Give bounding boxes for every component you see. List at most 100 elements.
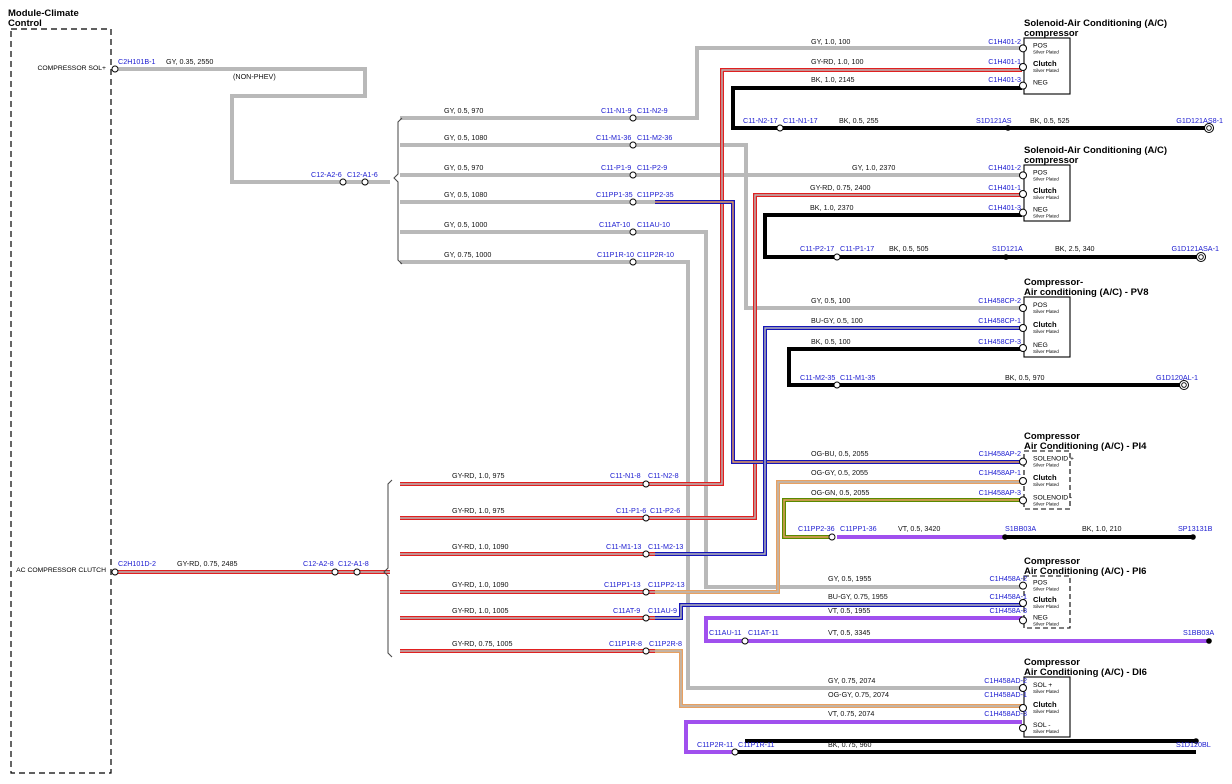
wire-label: GY, 1.0, 2370	[852, 163, 895, 172]
connector-label: C11-N1-17	[783, 116, 818, 125]
module-title: Control	[8, 18, 42, 29]
connector-label: C11-N2-8	[648, 471, 679, 480]
wire-tracer	[655, 481, 1022, 593]
wire-label: GY-RD, 1.0, 1005	[452, 606, 508, 615]
splice-label: S1D121A	[992, 244, 1023, 253]
connector-pin-icon	[833, 381, 841, 389]
wire-label: BK, 1.0, 210	[1082, 524, 1122, 533]
connector-label: C11AT-9	[613, 606, 640, 615]
ground-icon	[1196, 252, 1206, 262]
component-pin-plating: Silver Plated	[1033, 176, 1059, 181]
wire-tracer	[400, 194, 1022, 519]
component-pin-plating: Silver Plated	[1033, 214, 1059, 219]
connector-label: C11AU-10	[637, 220, 670, 229]
wire-label: BK, 0.5, 505	[889, 244, 929, 253]
connector-label: C1H458CP-3	[978, 337, 1021, 346]
wire	[400, 193, 1022, 520]
connector-label: C11AT-10	[599, 220, 630, 229]
wire-label: BK, 2.5, 340	[1055, 244, 1095, 253]
connector-label: C11-M1-36	[596, 133, 631, 142]
component-title: Compressor-	[1024, 277, 1083, 288]
wire-label: OG-GY, 0.5, 2055	[811, 468, 868, 477]
connector-label: C11P1R-8	[609, 639, 642, 648]
ground-icon	[1179, 380, 1189, 390]
ground-icon-inner	[1198, 254, 1204, 260]
connector-label: C11AU-9	[648, 606, 677, 615]
wire-label: GY-RD, 1.0, 975	[452, 506, 504, 515]
component-pin-label: Clutch	[1033, 595, 1057, 604]
connector-pin-icon	[111, 568, 119, 576]
splice-point-icon	[1190, 534, 1196, 540]
connector-label: C11-P2-9	[637, 163, 667, 172]
wire-tracer	[655, 201, 1022, 463]
wire-label: GY, 0.5, 1955	[828, 574, 871, 583]
connector-label: C11PP1-13	[604, 580, 641, 589]
connector-pin-icon	[629, 198, 637, 206]
wire	[400, 230, 1022, 589]
wire-tracer	[655, 327, 1022, 555]
connector-label: C11AU-11	[709, 628, 742, 637]
wire-tracer	[655, 604, 1022, 619]
wire	[400, 260, 1022, 690]
harness-brace	[383, 479, 393, 658]
harness-brace	[393, 117, 403, 265]
connector-label: C11PP2-13	[648, 580, 685, 589]
component-title: Compressor	[1024, 556, 1080, 567]
connector-label: C11-P1-17	[840, 244, 874, 253]
ground-label: G1D121AS8-1	[1176, 116, 1223, 125]
terminal-icon	[1019, 324, 1027, 332]
component-pin-label: SOL +	[1033, 682, 1052, 689]
wire-label: BU-GY, 0.5, 100	[811, 316, 863, 325]
wire-label: VT, 0.5, 3420	[898, 524, 940, 533]
connector-label: C1H458CP-1	[978, 316, 1021, 325]
component-pin-label: POS	[1033, 302, 1048, 309]
wire-label: BK, 0.5, 100	[811, 337, 851, 346]
ground-label: G1D121ASA-1	[1171, 244, 1219, 253]
wire	[400, 200, 1022, 464]
terminal-icon	[1019, 344, 1027, 352]
wire-label: GY, 1.0, 100	[811, 37, 850, 46]
wire	[400, 326, 1022, 556]
module-title: Module-Climate	[8, 8, 79, 19]
connector-pin-icon	[339, 178, 347, 186]
wire-label: BK, 1.0, 2145	[811, 75, 855, 84]
wire-label: (NON-PHEV)	[233, 72, 276, 81]
connector-pin-icon	[833, 253, 841, 261]
connector-label: C11-N2-9	[637, 106, 668, 115]
wire	[400, 68, 1022, 486]
splice-point-icon	[1005, 125, 1011, 131]
connector-label: C2H101B-1	[118, 57, 156, 66]
connector-label: C1H458A-3	[989, 606, 1027, 615]
connector-label: C1H458AD-2	[984, 676, 1027, 685]
connector-label: C1H458AP-3	[979, 488, 1021, 497]
wire	[655, 200, 1022, 464]
wire-label: GY-RD, 1.0, 1090	[452, 580, 508, 589]
wire-tracer	[783, 499, 1022, 538]
splice-point-icon	[1003, 254, 1009, 260]
wire-label: GY, 0.35, 2550	[166, 57, 213, 66]
connector-pin-icon	[741, 637, 749, 645]
component-pin-label: NEG	[1033, 207, 1048, 214]
wire-label: BK, 0.5, 255	[839, 116, 879, 125]
connector-label: C11PP2-36	[798, 524, 835, 533]
wire-label: BU-GY, 0.75, 1955	[828, 592, 888, 601]
wire-label: GY, 0.75, 1000	[444, 250, 491, 259]
connector-label: C1H458AP-2	[979, 449, 1021, 458]
module-box	[10, 28, 112, 774]
wire-label: BK, 0.75, 960	[828, 740, 872, 749]
splice-label: SP13131B	[1178, 524, 1213, 533]
terminal-icon	[1019, 171, 1027, 180]
connector-pin-icon	[642, 550, 650, 558]
splice-label: S1BB03A	[1183, 628, 1214, 637]
connector-label: C12-A2-6	[311, 170, 342, 179]
connector-label: C11-M1-13	[606, 542, 641, 551]
component-pin-plating: Silver Plated	[1033, 329, 1059, 334]
splice-label: S1BB03A	[1005, 524, 1036, 533]
component-pin-label: SOLENOID +	[1033, 456, 1074, 463]
component-pin-plating: Silver Plated	[1033, 68, 1059, 73]
wire	[787, 347, 1180, 387]
connector-label: C1H458A-2	[989, 574, 1027, 583]
connector-pin-icon	[361, 178, 369, 186]
wire-label: VT, 0.5, 3345	[828, 628, 870, 637]
